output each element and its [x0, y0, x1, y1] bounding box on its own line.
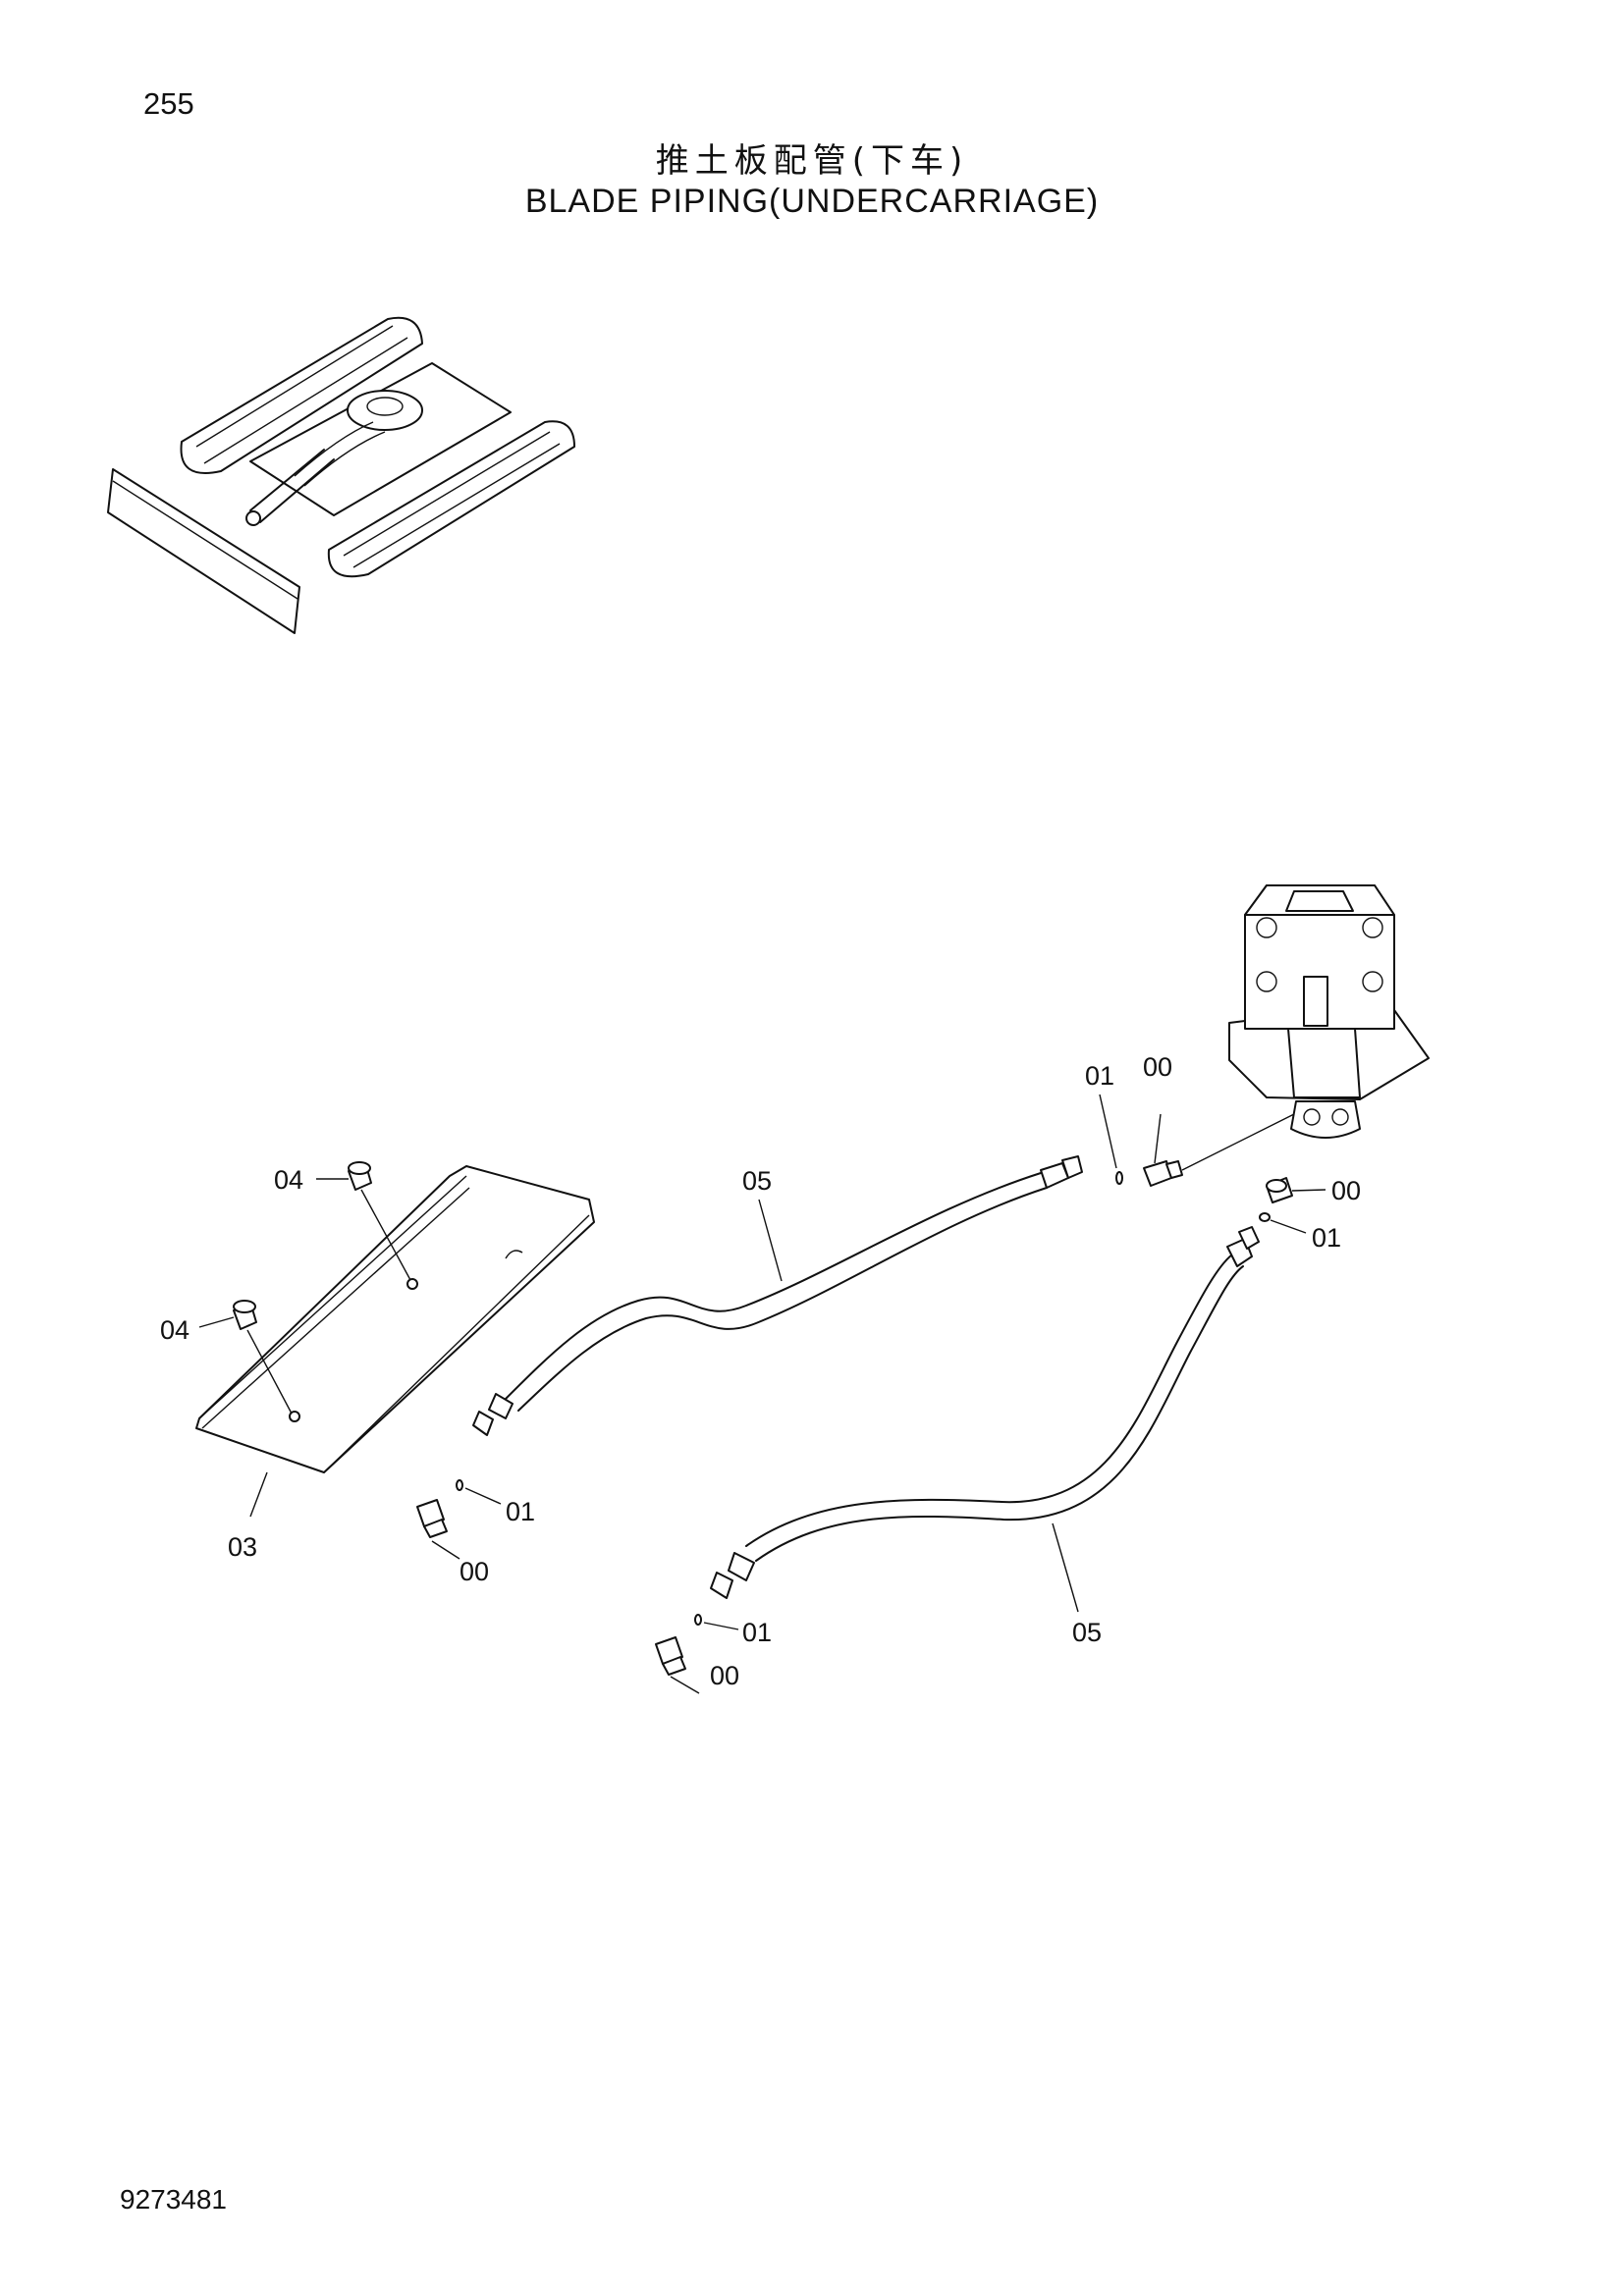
callout-04-lower: 04 [160, 1315, 189, 1345]
o-ring-bottom [694, 1614, 702, 1626]
adapter-bottom [655, 1636, 686, 1676]
blade-cover [195, 1165, 595, 1473]
callout-01-right: 01 [1312, 1223, 1341, 1253]
center-joint [1228, 884, 1430, 1139]
adapter-right [1266, 1177, 1293, 1203]
callout-00-bottom: 00 [710, 1661, 739, 1690]
hose-upper [472, 1155, 1083, 1436]
callout-03: 03 [228, 1532, 257, 1562]
leader-adapter-to-joint [1181, 1113, 1295, 1171]
o-ring-mid [456, 1479, 463, 1491]
page-title-english: BLADE PIPING(UNDERCARRIAGE) [524, 183, 1100, 220]
bolt-lower [233, 1300, 257, 1330]
document-number: 9273481 [120, 2184, 228, 2215]
callout-05-bottom: 05 [1072, 1618, 1102, 1647]
callout-00-mid: 00 [460, 1557, 489, 1586]
hose-lower [710, 1226, 1260, 1599]
callout-01-mid: 01 [506, 1497, 535, 1526]
page-number: 255 [143, 86, 194, 121]
callout-04-upper: 04 [274, 1165, 303, 1195]
undercarriage-overview [107, 316, 575, 634]
callout-01-bottom: 01 [742, 1618, 772, 1647]
callout-05-top: 05 [742, 1166, 772, 1196]
callout-00-top: 00 [1143, 1052, 1172, 1082]
page-title-chinese: 推土板配管(下车) [655, 141, 969, 181]
adapter-mid [416, 1499, 448, 1538]
leader-lines [198, 1094, 1326, 1694]
adapter-top [1143, 1160, 1183, 1187]
callout-01-top: 01 [1085, 1061, 1114, 1091]
callout-00-right: 00 [1331, 1176, 1361, 1205]
bolt-upper [348, 1161, 372, 1191]
o-ring-right [1259, 1212, 1271, 1222]
o-ring-top [1115, 1171, 1123, 1185]
